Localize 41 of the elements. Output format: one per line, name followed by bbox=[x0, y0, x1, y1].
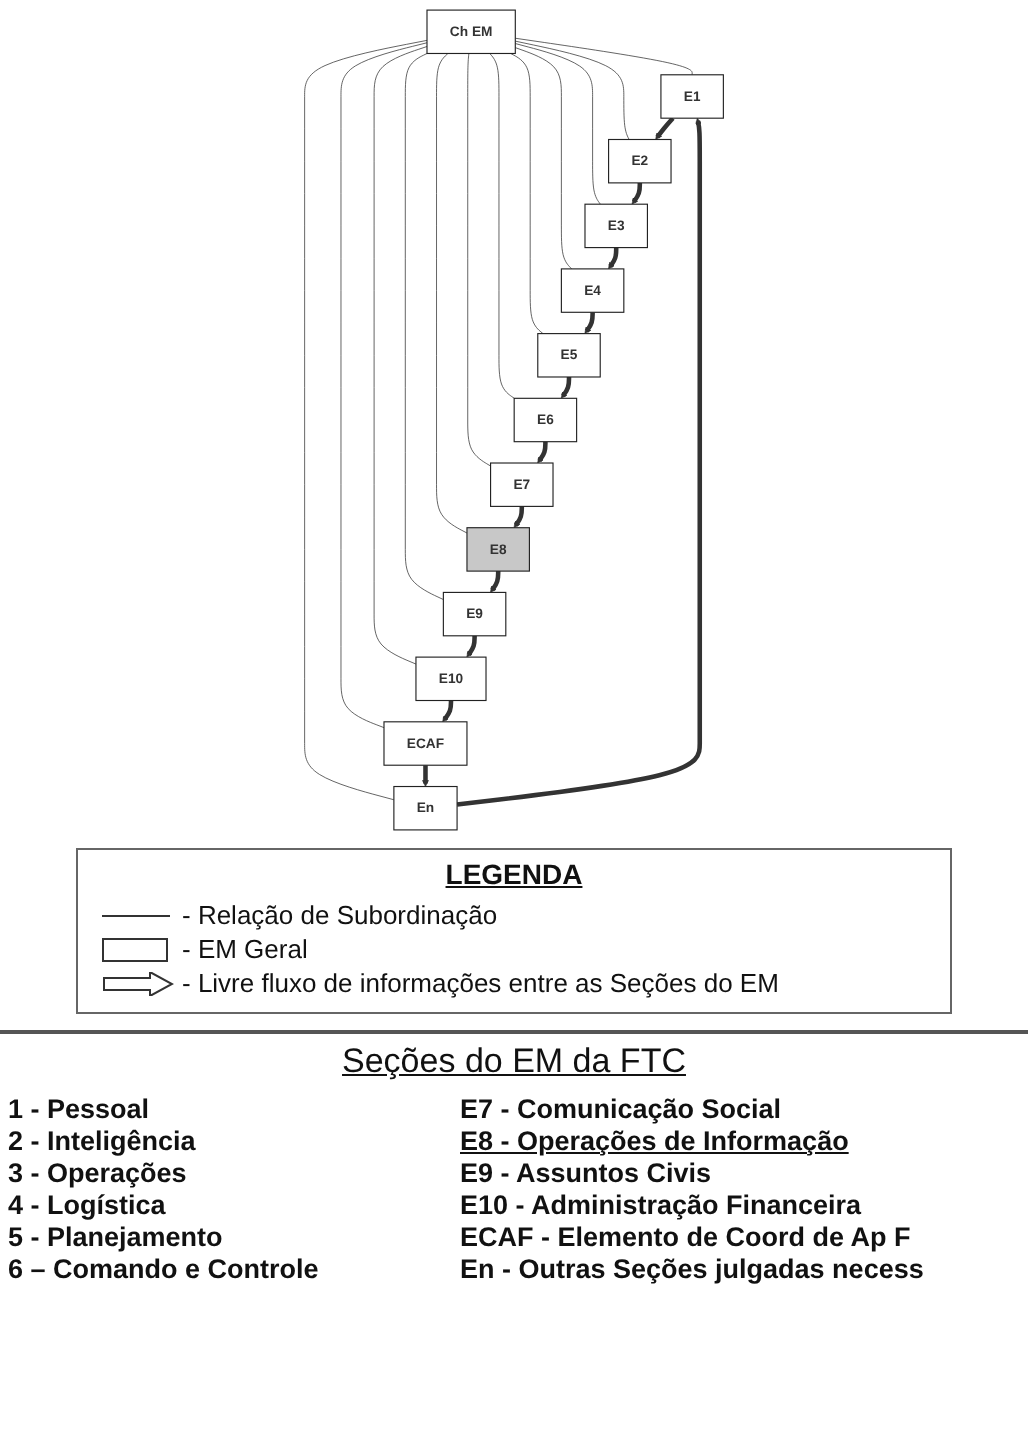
section-item: 4 - Logística bbox=[6, 1190, 168, 1220]
connector bbox=[304, 40, 428, 801]
connector bbox=[340, 42, 428, 728]
arrow bbox=[608, 247, 619, 270]
section-item: 5 - Planejamento bbox=[6, 1222, 225, 1252]
section-item: ECAF - Elemento de Coord de Ap F bbox=[460, 1222, 913, 1252]
legend-text: - Relação de Subordinação bbox=[182, 900, 498, 930]
arrow bbox=[442, 700, 454, 723]
arrow bbox=[466, 635, 477, 658]
section-item: 2 - Inteligência bbox=[6, 1126, 198, 1156]
arrow bbox=[537, 441, 548, 464]
arrow bbox=[560, 376, 572, 399]
arrow bbox=[584, 311, 595, 334]
connector bbox=[514, 40, 630, 140]
legend-title: LEGENDA bbox=[443, 858, 585, 890]
connector bbox=[373, 46, 428, 665]
section-item: E8 - Operações de Informação bbox=[460, 1126, 851, 1156]
connector bbox=[467, 53, 491, 467]
connector bbox=[514, 43, 601, 205]
section-item: E7 - Comunicação Social bbox=[460, 1094, 784, 1124]
arrow bbox=[456, 117, 703, 807]
section-heading: Seções do EM da FTC bbox=[340, 1042, 688, 1082]
legend-text: - Livre fluxo de informações entre as Seções do EM bbox=[182, 968, 779, 998]
connector bbox=[514, 37, 693, 76]
section-item: 3 - Operações bbox=[6, 1158, 189, 1188]
section-item: 1 - Pessoal bbox=[6, 1094, 152, 1124]
connector bbox=[514, 47, 573, 270]
connector bbox=[510, 53, 544, 334]
arrow bbox=[422, 764, 429, 787]
section-item: 6 – Comando e Controle bbox=[6, 1254, 321, 1284]
connector bbox=[489, 53, 515, 399]
arrow bbox=[631, 182, 643, 205]
arrow bbox=[490, 570, 501, 593]
connector bbox=[404, 53, 444, 600]
legend-text: - EM Geral bbox=[182, 934, 308, 964]
section-item: E9 - Assuntos Civis bbox=[460, 1158, 714, 1188]
arrow bbox=[513, 505, 525, 528]
connector bbox=[436, 53, 468, 534]
section-item: En - Outras Seções julgadas necess bbox=[460, 1254, 926, 1284]
section-item: E10 - Administração Financeira bbox=[460, 1190, 864, 1220]
arrow bbox=[655, 116, 675, 140]
